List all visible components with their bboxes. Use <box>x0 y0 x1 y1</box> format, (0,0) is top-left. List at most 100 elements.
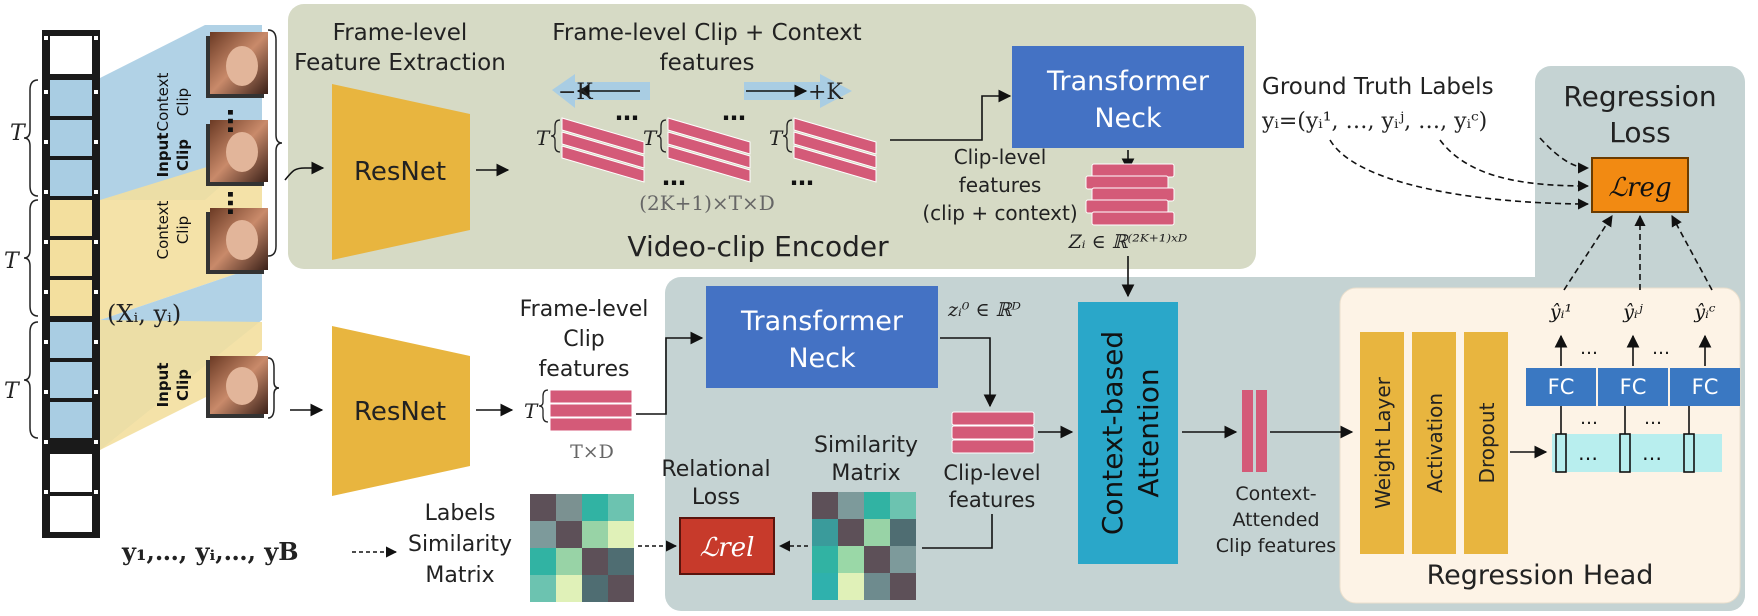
fc-j <box>1598 368 1668 406</box>
context-attended-features <box>1242 390 1267 472</box>
feature-stack-2 <box>667 117 751 183</box>
labels-similarity-matrix <box>530 494 634 602</box>
arrow-features-to-lower-tneck <box>636 331 704 415</box>
arrow-into-encoder-resnet <box>284 161 325 181</box>
t-stack-3: T <box>769 126 784 150</box>
context-wedge-mid <box>100 150 262 320</box>
pred-yj: ŷᵢʲ <box>1622 301 1643 323</box>
plus-k-label: +K <box>808 80 843 105</box>
labels-sim-2: Similarity <box>408 532 512 557</box>
t-brace-lower <box>538 389 549 423</box>
ctx-att-2: Attended <box>1232 509 1319 531</box>
regression-loss-box <box>1591 157 1689 213</box>
fc-top-dots-1: … <box>1580 338 1598 359</box>
z0-label: zᵢ⁰ ∈ ℝᴰ <box>947 299 1021 321</box>
context-clip-label-top-1: Context <box>154 73 172 132</box>
film-frames <box>44 36 98 494</box>
clip-level-encoder-3: (clip + context) <box>922 201 1077 225</box>
z-label: Zᵢ ∈ ℝ⁽²ᴷ⁺¹⁾ˣᴰ <box>1068 231 1188 253</box>
thumbnail-context-top <box>206 32 268 98</box>
fc-top-dots-2: … <box>1652 338 1670 359</box>
fc-mid-dots-1: … <box>1580 408 1598 429</box>
context-clip-label-top-2: Clip <box>174 88 192 116</box>
transformer-neck-encoder <box>1012 46 1244 148</box>
regression-head-title: Regression Head <box>1427 560 1654 591</box>
transformer-neck-lower <box>706 286 938 388</box>
relational-loss-title-1: Relational <box>661 457 770 482</box>
fc-c-label: FC <box>1692 375 1719 399</box>
relational-loss-title-2: Loss <box>692 485 740 510</box>
fc-input-node-1 <box>1555 433 1567 473</box>
video-clip-encoder-title: Video-clip Encoder <box>627 230 889 263</box>
transformer-neck-encoder-label-1: Transformer <box>1046 66 1210 97</box>
frame-level-title-2: Feature Extraction <box>294 50 506 76</box>
input-wedge <box>100 320 262 450</box>
pred-to-reg-arrows <box>1563 214 1713 291</box>
frame-clip-features-2: Clip <box>563 327 605 352</box>
clip-level-features-stack-encoder <box>1085 163 1175 226</box>
similarity-matrix-title-2: Matrix <box>831 461 900 486</box>
relational-loss-symbol: ℒrel <box>700 533 755 563</box>
t-label-strip-2: T <box>4 249 21 274</box>
resnet-encoder-label: ResNet <box>354 157 446 187</box>
xy-sample-label: (Xᵢ, yᵢ) <box>107 300 181 328</box>
ground-truth-vector: yᵢ=(yᵢ¹, …, yᵢʲ, …, yᵢᶜ) <box>1261 109 1487 134</box>
ground-truth-title: Ground Truth Labels <box>1262 74 1494 100</box>
thumbnail-input-bottom <box>206 356 268 418</box>
attention-label-1: Context-based <box>1096 331 1129 535</box>
fc-c <box>1670 368 1740 406</box>
transformer-neck-encoder-label-2: Neck <box>1094 103 1162 134</box>
dropout-label: Dropout <box>1475 402 1499 483</box>
clip-context-title-1: Frame-level Clip + Context <box>552 20 861 46</box>
activation-layer <box>1412 332 1456 554</box>
t-brace-stack-3 <box>782 119 793 153</box>
thumbnail-context-bottom <box>206 208 268 274</box>
t-label-strip-3: T <box>4 379 21 404</box>
dropout-layer <box>1464 332 1508 554</box>
encoder-dims-label: (2K+1)×T×D <box>639 191 775 215</box>
encoder-dots-1: … <box>615 98 639 126</box>
similarity-matrix <box>812 492 916 600</box>
clip-level-encoder-2: features <box>959 173 1042 197</box>
t-braces-left <box>23 79 39 439</box>
weight-layer-label: Weight Layer <box>1371 376 1395 509</box>
input-clip-label-top-2: Clip <box>174 139 192 171</box>
thumbnail-input-top <box>206 120 268 186</box>
context-clip-label-mid-2: Clip <box>174 216 192 244</box>
fc-input-dots-2: … <box>1642 441 1662 465</box>
relational-loss-box <box>679 517 775 575</box>
encoder-dots-4: … <box>790 163 814 191</box>
context-based-attention <box>1078 302 1178 564</box>
ctx-att-3: Clip features <box>1216 535 1336 557</box>
similarity-matrix-title-1: Similarity <box>814 433 918 458</box>
encoder-dots-2: … <box>722 98 746 126</box>
regression-loss-symbol: ℒreg <box>1608 173 1671 203</box>
feature-stack-3 <box>793 117 877 183</box>
input-clip-label-bottom-1: Input <box>154 363 172 408</box>
fc-1-label: FC <box>1548 375 1575 399</box>
clip-level-lower-1: Clip-level <box>943 461 1040 485</box>
clip-level-encoder-1: Clip-level <box>954 145 1047 169</box>
resnet-lower <box>332 326 470 496</box>
pred-yc: ŷᵢᶜ <box>1693 301 1716 323</box>
clip-level-lower-2: features <box>949 488 1036 512</box>
weight-layer <box>1360 332 1404 554</box>
regression-loss-title-2: Loss <box>1609 116 1670 149</box>
gt-to-reg-arrows <box>1329 137 1590 210</box>
clip-level-features-stack-lower <box>951 411 1035 454</box>
brace-thumbs-top <box>267 29 283 257</box>
t-brace-stack-1 <box>550 119 561 153</box>
context-clip-label-mid-1: Context <box>154 201 172 260</box>
activation-label: Activation <box>1423 393 1447 493</box>
fc-input-node-c <box>1683 433 1695 473</box>
frame-clip-features-3: features <box>539 357 630 382</box>
arrow-features-to-tneck <box>890 89 1012 141</box>
t-label-strip-1: T <box>10 121 27 146</box>
feature-stack-1 <box>561 117 645 183</box>
frame-level-title-1: Frame-level <box>333 20 468 46</box>
lower-dims: T×D <box>570 441 614 463</box>
clip-context-title-2: features <box>659 50 754 76</box>
resnet-encoder <box>332 84 470 260</box>
brace-thumbs-bottom <box>267 357 280 419</box>
fc-input-node-j <box>1619 433 1631 473</box>
